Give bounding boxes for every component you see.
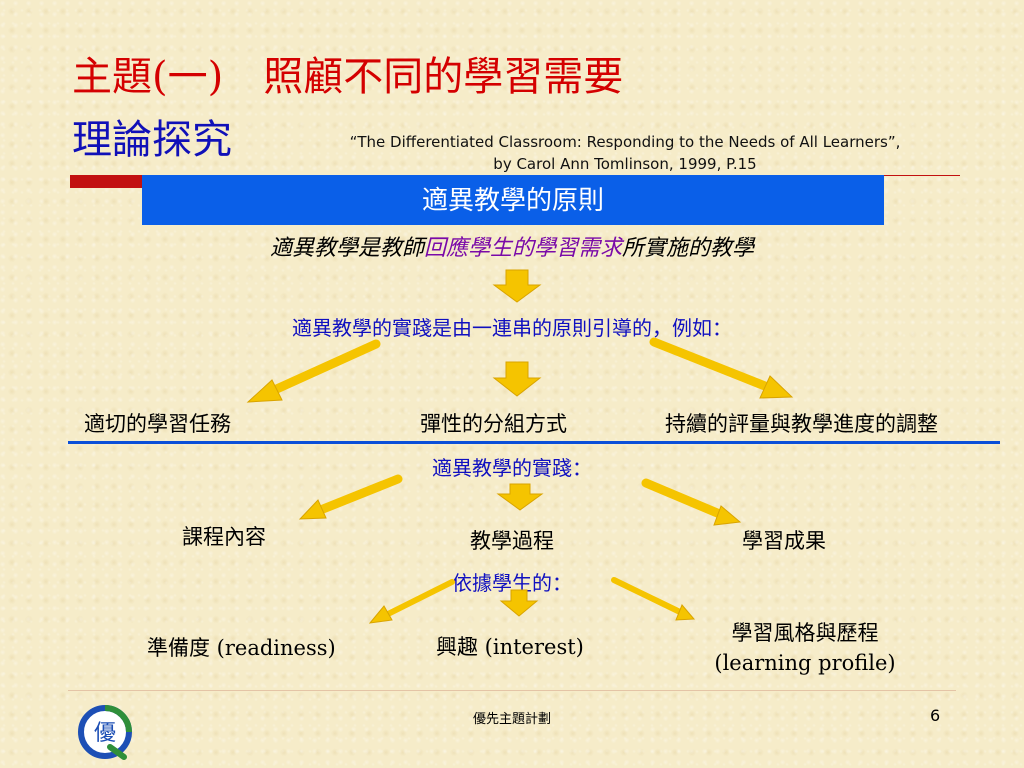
principles-heading: 適異教學的實踐是由一連串的原則引導的，例如：: [292, 316, 732, 340]
intro-suffix: 所實施的教學: [622, 236, 755, 261]
practice-node-1: 課程內容: [182, 525, 266, 549]
arrowhead-left-3: [368, 605, 393, 624]
arrow-left-2: [313, 474, 403, 516]
intro-prefix: 適異教學是教師: [269, 236, 424, 261]
basis-node-readiness: 準備度 (readiness): [147, 636, 336, 660]
programme-logo-icon: 優: [78, 705, 132, 760]
footer-divider: [68, 690, 956, 691]
arrowhead-left-1: [246, 379, 283, 403]
practice-node-3: 學習成果: [742, 529, 826, 553]
arrow-left-3: [383, 579, 455, 618]
arrow-right-3: [611, 577, 683, 615]
principles-header-box: 適異教學的原則: [142, 175, 884, 225]
citation-line-2: by Carol Ann Tomlinson, 1999, P.15: [493, 155, 757, 173]
arrow-right-2: [641, 478, 727, 520]
arrowhead-right-2: [713, 505, 742, 526]
arrow-left-1: [265, 339, 381, 397]
arrow-right-1: [649, 337, 775, 393]
footer-text: 優先主題計劃: [472, 712, 551, 727]
page-number: 6: [930, 706, 941, 725]
intro-highlight: 回應學生的學習需求: [423, 236, 622, 261]
slide-subtitle: 理論探究: [72, 117, 232, 163]
arrowhead-right-3: [675, 604, 696, 621]
practice-heading: 適異教學的實踐：: [432, 456, 592, 480]
citation: “The Differentiated Classroom: Respondin…: [290, 131, 960, 175]
basis-node-learning-profile: 學習風格與歷程 (learning profile): [690, 618, 920, 678]
principle-node-1: 適切的學習任務: [84, 412, 231, 436]
basis-node-learning-profile-line-1: 學習風格與歷程: [731, 621, 879, 645]
arrowhead-right-1: [759, 375, 794, 399]
basis-node-learning-profile-line-2: (learning profile): [714, 651, 896, 675]
svg-text:優: 優: [94, 721, 116, 746]
accent-red-bar: [70, 175, 142, 188]
arrow-down-3: [496, 483, 544, 511]
intro-statement: 適異教學是教師回應學生的學習需求所實施的教學: [0, 230, 1024, 262]
divider-blue: [68, 441, 1000, 444]
arrow-down-4: [499, 589, 539, 617]
citation-line-1: “The Differentiated Classroom: Respondin…: [349, 133, 901, 151]
arrow-down-2: [492, 361, 542, 397]
slide-title: 主題(一) 照顧不同的學習需要: [72, 54, 624, 100]
principle-node-2: 彈性的分組方式: [420, 412, 567, 436]
principle-node-3: 持續的評量與教學進度的調整: [665, 412, 938, 436]
practice-node-2: 教學過程: [470, 529, 554, 553]
arrowhead-left-2: [298, 499, 327, 520]
basis-node-interest: 興趣 (interest): [436, 635, 584, 659]
arrow-down-1: [492, 269, 542, 303]
